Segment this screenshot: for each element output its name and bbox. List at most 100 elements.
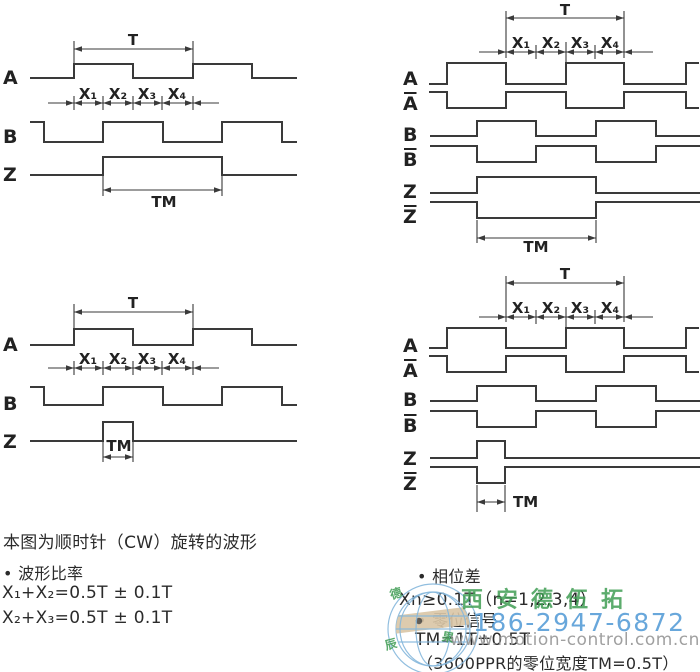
arrowhead <box>103 365 111 371</box>
arrowhead <box>185 46 193 52</box>
arrowhead <box>74 46 82 52</box>
arrowhead <box>185 309 193 315</box>
arrowhead <box>616 314 624 320</box>
dim-label-X1: X₁ <box>512 34 530 52</box>
globe-inner <box>396 592 470 666</box>
arrowhead <box>133 365 141 371</box>
note-waveform-ratio-bullet: • 波形比率 <box>3 564 84 583</box>
dim-label-T: T <box>128 294 139 312</box>
dim-label-X4: X₄ <box>168 85 186 103</box>
signal-A-bar <box>429 91 699 109</box>
arrowhead <box>624 314 632 320</box>
arrowhead <box>74 365 82 371</box>
seal-char-3: 果 <box>440 629 455 645</box>
label-Z: Z <box>403 181 417 203</box>
watermark-globe-logo: 德 辰 果 <box>385 583 479 672</box>
watermark-phone-number: 186-2947-6872 <box>473 608 686 637</box>
figure-caption: 本图为顺时针（CW）旋转的波形 <box>3 533 258 553</box>
arrowhead <box>74 100 82 106</box>
arrowhead <box>595 314 603 320</box>
arrowhead <box>193 100 201 106</box>
arrowhead <box>616 49 624 55</box>
signal-A-bar <box>429 355 699 373</box>
arrowhead <box>185 365 193 371</box>
signal-B-bar <box>430 145 700 163</box>
note-phase-difference-bullet: • 相位差 <box>417 567 482 586</box>
label-Z: Z <box>403 448 417 470</box>
arrowhead <box>103 454 111 460</box>
arrowhead <box>95 365 103 371</box>
dim-label-X3: X₃ <box>571 299 589 317</box>
arrowhead <box>125 100 133 106</box>
arrowhead <box>558 49 566 55</box>
dim-label-X4: X₄ <box>601 34 619 52</box>
dim-label-X4: X₄ <box>168 350 186 368</box>
arrowhead <box>477 235 485 241</box>
label-B-bar: B <box>403 149 417 171</box>
arrowhead <box>154 365 162 371</box>
arrowhead <box>498 314 506 320</box>
arrowhead <box>566 314 574 320</box>
signal-Z <box>430 176 700 194</box>
dim-label-TM: TM <box>523 238 548 256</box>
arrowhead <box>616 280 624 286</box>
note-formula-x2x3: X₂+X₃=0.5T ± 0.1T <box>2 608 173 628</box>
dim-label-X1: X₁ <box>79 85 97 103</box>
arrowhead <box>125 454 133 460</box>
label-Z-bar: Z <box>403 473 417 495</box>
arrowhead <box>506 280 514 286</box>
label-A-bar: A <box>403 360 418 382</box>
signal-B <box>30 386 297 406</box>
dim-label-X2: X₂ <box>109 85 127 103</box>
dim-label-X2: X₂ <box>542 299 560 317</box>
dim-label-X3: X₃ <box>571 34 589 52</box>
label-A: A <box>403 335 418 357</box>
arrowhead <box>193 365 201 371</box>
arrowhead <box>616 15 624 21</box>
seal-char-2: 辰 <box>385 636 399 653</box>
arrowhead <box>528 314 536 320</box>
label-B-bar: B <box>403 415 417 437</box>
note-formula-tm: TM=1T±0.5T <box>415 630 531 650</box>
dim-label-TM: TM <box>106 437 131 455</box>
signal-B <box>430 120 700 137</box>
arrowhead <box>154 100 162 106</box>
arrowhead <box>498 49 506 55</box>
dim-label-X2: X₂ <box>542 34 560 52</box>
signal-A <box>429 62 699 85</box>
label-A: A <box>403 68 418 90</box>
label-A: A <box>3 67 18 89</box>
globe-band <box>396 606 470 634</box>
signal-Z-bar <box>430 201 700 219</box>
label-Z: Z <box>3 431 17 453</box>
label-B: B <box>3 393 17 415</box>
arrowhead <box>477 499 485 505</box>
watermark-website-url: www.motion-control.com.cn <box>450 630 700 650</box>
label-B: B <box>3 126 17 148</box>
watermark-company-name: 西安德伍拓 <box>461 588 637 613</box>
seal-outer-circle <box>387 583 479 672</box>
arrowhead <box>95 100 103 106</box>
arrowhead <box>506 49 514 55</box>
signal-A <box>30 63 297 79</box>
arrowhead <box>74 309 82 315</box>
arrowhead <box>162 365 170 371</box>
label-B: B <box>403 389 417 411</box>
arrowhead <box>497 499 505 505</box>
arrowhead <box>103 100 111 106</box>
dim-label-X2: X₂ <box>109 350 127 368</box>
arrowhead <box>536 49 544 55</box>
dim-label-TM: TM <box>513 493 538 511</box>
signal-B <box>430 385 700 402</box>
arrowhead <box>125 365 133 371</box>
signal-Z <box>30 156 297 176</box>
signal-B <box>30 121 297 143</box>
arrowhead <box>506 15 514 21</box>
dim-label-T: T <box>128 31 139 49</box>
arrowhead <box>595 49 603 55</box>
arrowhead <box>214 187 222 193</box>
